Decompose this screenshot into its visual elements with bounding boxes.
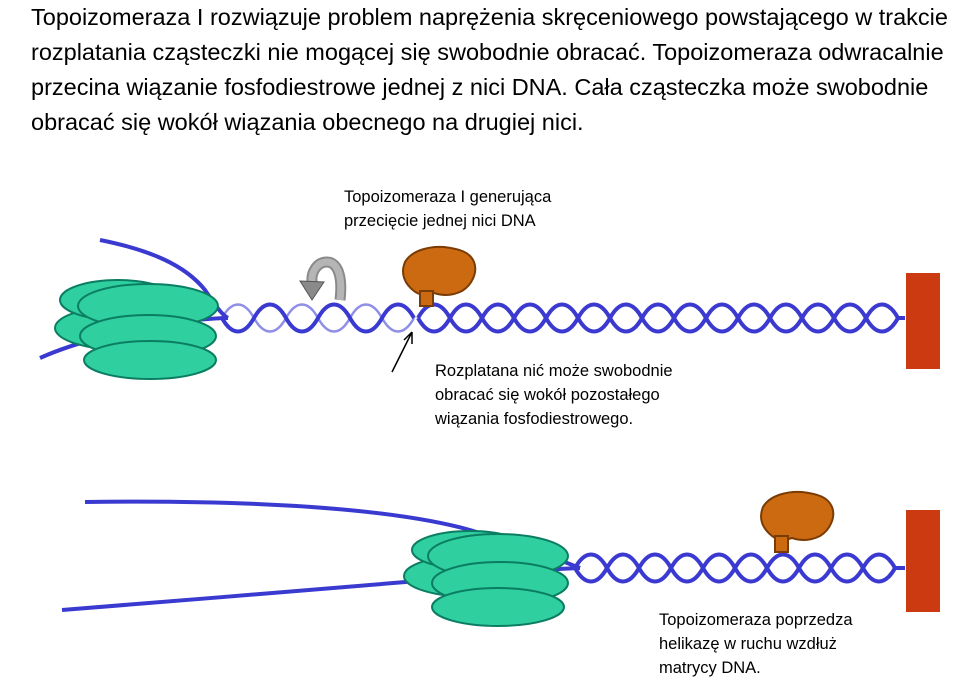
top-anchor-block bbox=[906, 273, 940, 369]
top-dna-strand-front-right bbox=[416, 302, 905, 334]
bottom-dna-strand-b bbox=[573, 552, 905, 584]
top-dna-strand-back-right bbox=[416, 302, 905, 334]
topoisomerase-cut-label: Topoizomeraza I generująca przecięcie je… bbox=[344, 188, 552, 230]
top-helicase bbox=[54, 279, 219, 380]
helicase-ring bbox=[83, 340, 217, 380]
top-dna-helix bbox=[220, 302, 905, 334]
bottom-anchor-block bbox=[906, 510, 940, 612]
helicase-ring bbox=[431, 587, 565, 627]
cut-site-pointer bbox=[391, 331, 413, 373]
top-topoisomerase bbox=[402, 245, 477, 307]
bottom-dna-helix bbox=[573, 552, 905, 584]
unwound-strand-label: Rozplatana nić może swobodnie obracać si… bbox=[435, 362, 673, 428]
top-dna-strand-front bbox=[220, 302, 416, 334]
top-single-strand-upper bbox=[99, 238, 230, 320]
bottom-helicase bbox=[403, 530, 569, 627]
intro-text: Topoizomeraza I rozwiązuje problem naprę… bbox=[31, 4, 948, 135]
rotation-arrow-icon bbox=[299, 256, 347, 301]
bottom-topoisomerase bbox=[760, 490, 835, 553]
topoisomerase-precedes-label: Topoizomeraza poprzedza helikazę w ruchu… bbox=[659, 611, 853, 677]
